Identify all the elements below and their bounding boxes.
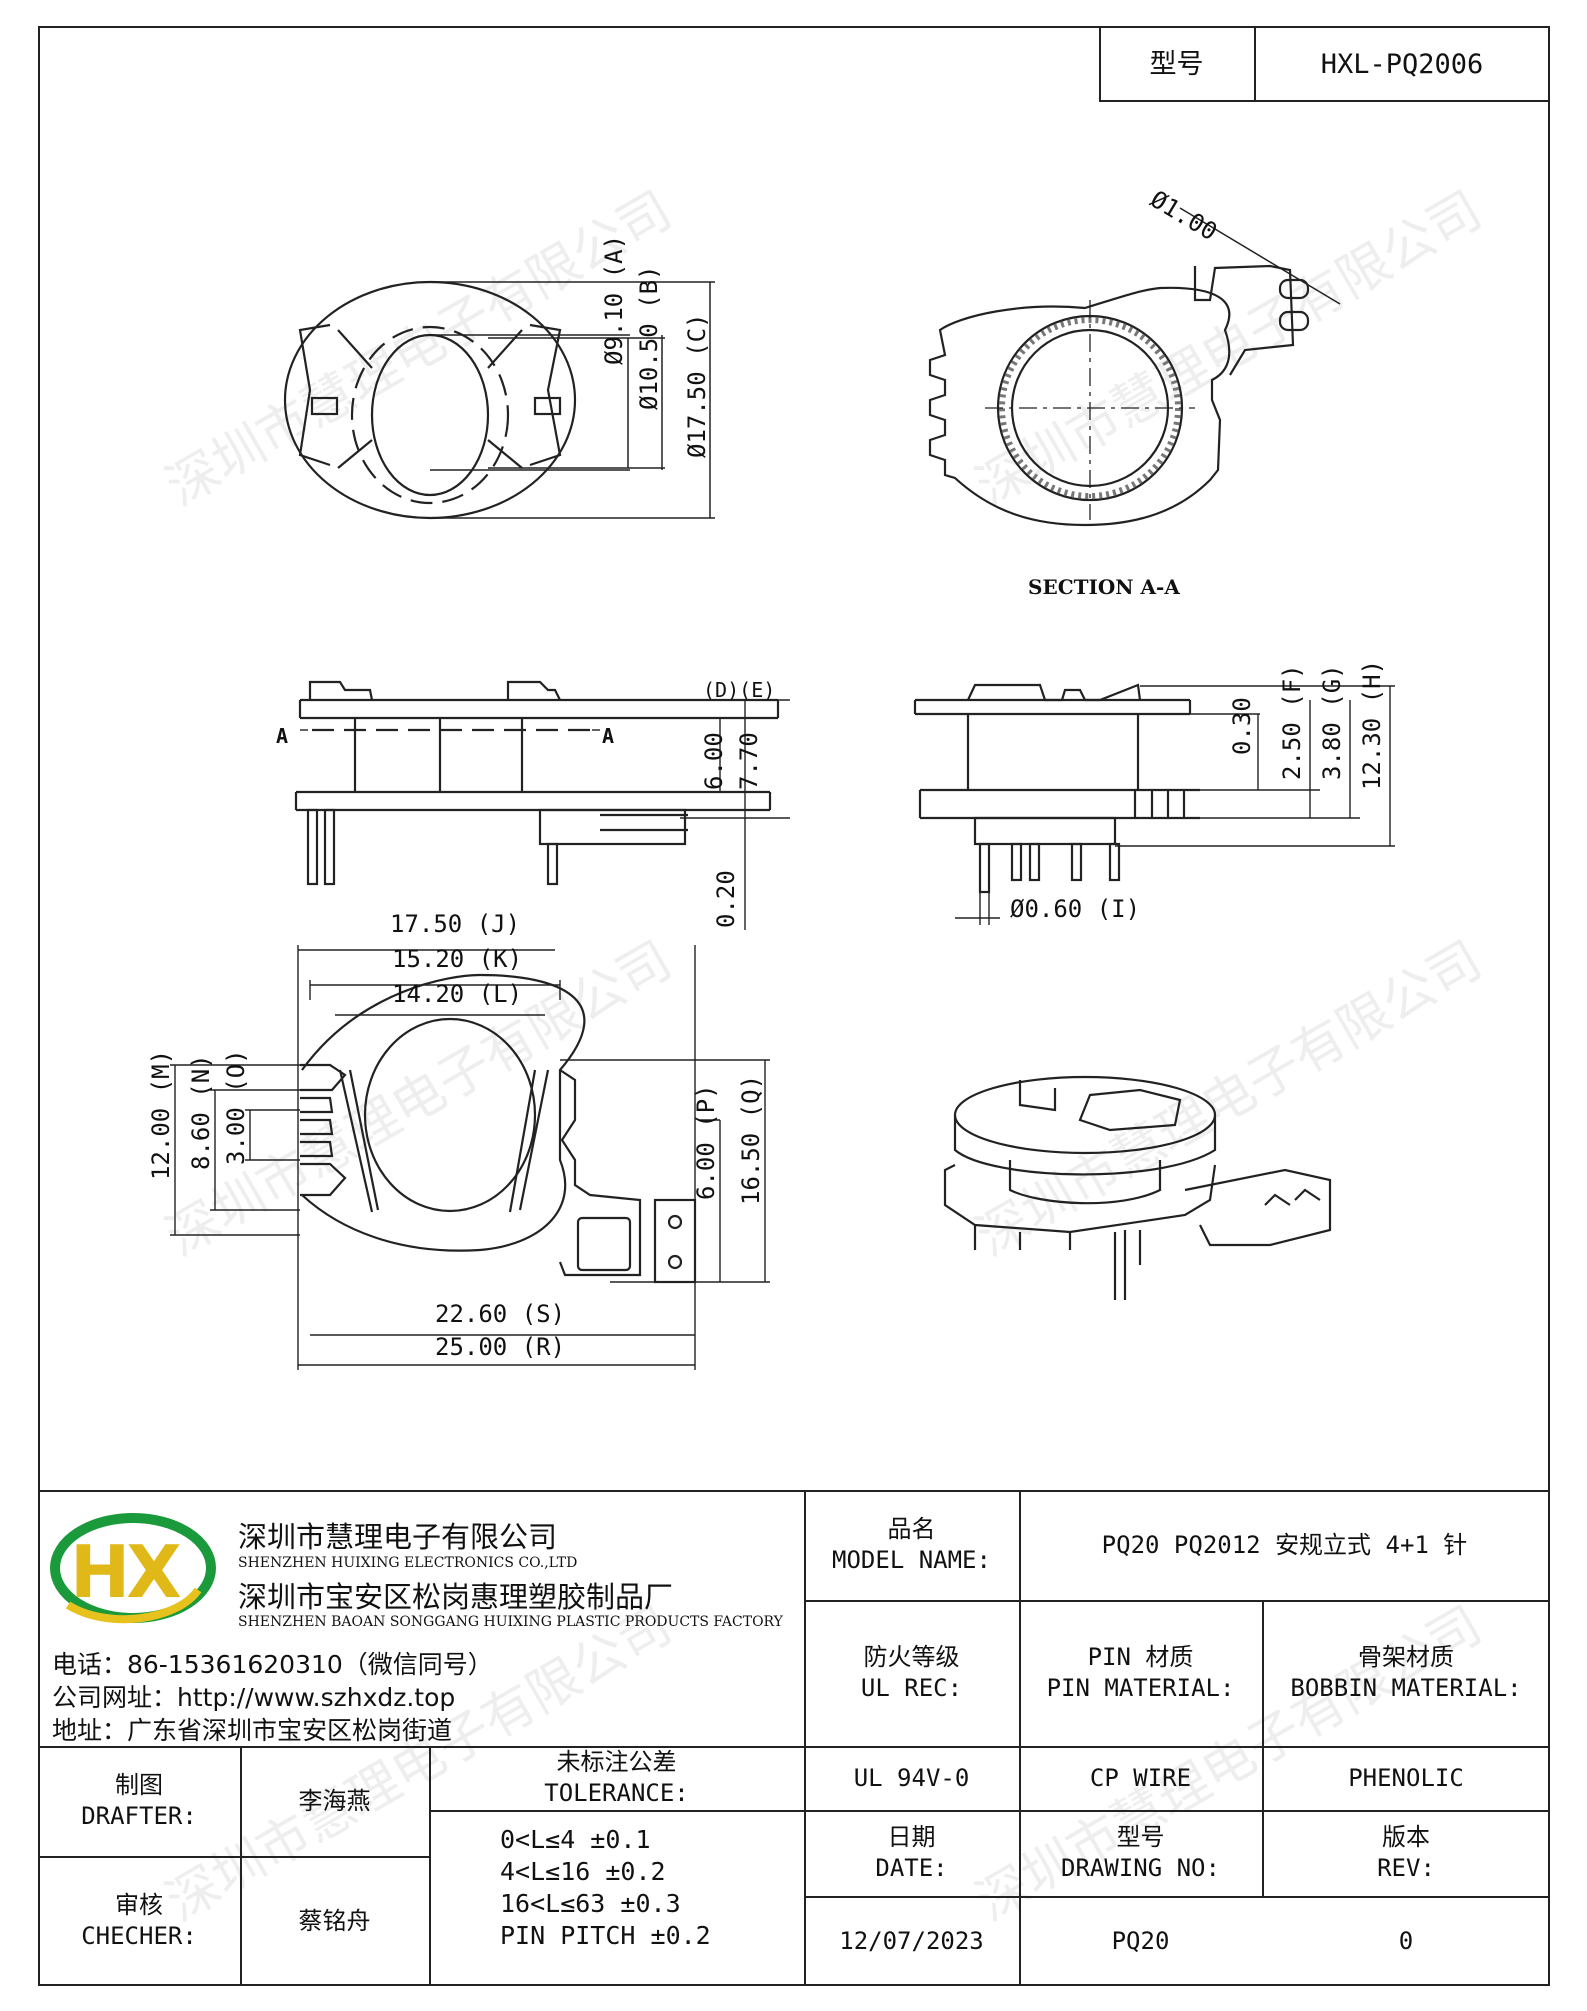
tolerance-item: PIN PITCH ±0.2 xyxy=(500,1921,711,1950)
section-label: SECTION A-A xyxy=(1028,575,1180,599)
logo-text: HX xyxy=(70,1530,182,1614)
pin-material-value: CP WIRE xyxy=(1089,1763,1192,1792)
rev-value: 0 xyxy=(1398,1926,1414,1955)
bottom-view xyxy=(170,945,770,1370)
section-view xyxy=(928,207,1341,527)
company-name-cn: 深圳市慧理电子有限公司 xyxy=(238,1520,558,1554)
model-header-value: HXL-PQ2006 xyxy=(1320,48,1484,80)
factory-name-en: SHENZHEN BAOAN SONGGANG HUIXING PLASTIC … xyxy=(238,1614,783,1630)
dim-label: 2.50 (F) xyxy=(1278,664,1306,780)
isometric-view xyxy=(943,1075,1332,1300)
dim-label: 0.20 xyxy=(712,870,740,928)
company-logo xyxy=(50,1513,216,1624)
dim-label: 6.00 xyxy=(700,732,728,790)
contact-website: 公司网址：http://www.szhxdz.top xyxy=(52,1683,456,1712)
dim-label: 15.20 (K) xyxy=(392,945,523,973)
bobbin-material-value: PHENOLIC xyxy=(1348,1763,1464,1792)
dim-ref: (D)(E) xyxy=(703,678,776,702)
dim-label: Ø10.50 (B) xyxy=(635,265,663,410)
front-view xyxy=(294,680,790,930)
section-mark: A xyxy=(602,724,615,748)
dim-label: Ø9.10 (A) xyxy=(600,234,628,365)
drawing-sheet xyxy=(38,26,1550,1986)
model-header-label: 型号 xyxy=(1149,48,1204,80)
drafter-name: 李海燕 xyxy=(298,1786,371,1815)
drawing-no-value: PQ20 xyxy=(1111,1926,1170,1955)
company-name-en: SHENZHEN HUIXING ELECTRONICS CO.,LTD xyxy=(238,1555,578,1571)
tolerance-item: 0<L≤4 ±0.1 xyxy=(500,1825,651,1854)
contact-phone: 电话：86-15361620310（微信同号） xyxy=(52,1650,493,1679)
checker-name: 蔡铭舟 xyxy=(298,1906,371,1935)
dim-label: 17.50 (J) xyxy=(390,910,521,938)
factory-name-cn: 深圳市宝安区松岗惠理塑胶制品厂 xyxy=(238,1580,674,1614)
tolerance-item: 16<L≤63 ±0.3 xyxy=(500,1889,681,1918)
tolerance-list: 0<L≤4 ±0.1 4<L≤16 ±0.2 16<L≤63 ±0.3 PIN … xyxy=(500,1824,800,1952)
section-mark: A xyxy=(276,724,289,748)
contact-address: 地址：广东省深圳市宝安区松岗街道 xyxy=(52,1716,453,1745)
dim-label: 12.30 (H) xyxy=(1358,659,1386,790)
date-value: 12/07/2023 xyxy=(839,1926,984,1955)
dim-label: 7.70 xyxy=(735,732,763,790)
dim-label: 6.00 (P) xyxy=(692,1084,720,1200)
dim-label: 22.60 (S) xyxy=(435,1300,566,1328)
dim-label: 14.20 (L) xyxy=(392,980,523,1008)
dim-label: 3.80 (G) xyxy=(1318,664,1346,780)
dim-label: 8.60 (N) xyxy=(187,1054,215,1170)
model-header-box xyxy=(1099,26,1550,102)
tolerance-item: 4<L≤16 ±0.2 xyxy=(500,1857,666,1886)
technical-drawing xyxy=(170,207,1395,1370)
model-name-value: PQ20 PQ2012 安规立式 4+1 针 xyxy=(1101,1530,1468,1559)
dim-label: 25.00 (R) xyxy=(435,1333,566,1361)
dim-label: 16.50 (Q) xyxy=(737,1074,765,1205)
dim-label: Ø0.60 (I) xyxy=(1010,895,1141,923)
ul-rec-value: UL 94V-0 xyxy=(853,1763,970,1792)
dim-label: 0.30 xyxy=(1228,697,1256,755)
dim-label: Ø17.50 (C) xyxy=(683,313,711,458)
top-view xyxy=(283,280,715,520)
dim-label: 3.00 (O) xyxy=(222,1049,250,1165)
side-view xyxy=(913,683,1395,925)
dim-label: 12.00 (M) xyxy=(147,1049,175,1180)
